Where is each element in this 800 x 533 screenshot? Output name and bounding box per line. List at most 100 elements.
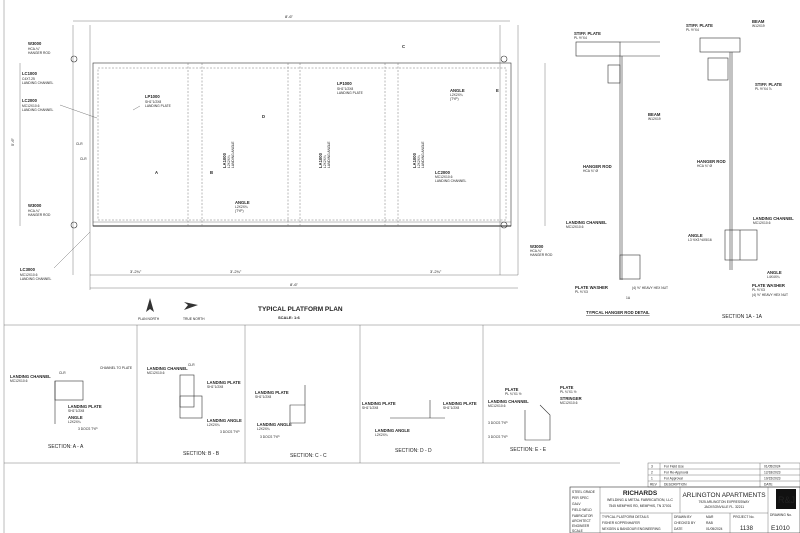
true-north-icon [184, 302, 198, 310]
drawing-label: STRINGER [560, 396, 582, 401]
drawing-label: LANDING CHANNEL [22, 108, 53, 112]
project-number: 1138 [740, 526, 754, 532]
plan-title: TYPICAL PLATFORM PLAN [258, 306, 343, 313]
drawing-label: HCA ¾" Ø [697, 164, 713, 168]
drawing-label: SECTION: B - B [183, 451, 220, 457]
drawing-label: (TYP) [450, 97, 459, 101]
hanger-detail-title: TYPICAL HANGER ROD DETAIL [586, 310, 650, 315]
drawing-label: 2 [651, 471, 653, 475]
drawing-label: (TYP) [235, 209, 244, 213]
drawing-label: L2X2X¼ [227, 155, 231, 168]
drawing-label: FIELD WELD [572, 508, 592, 512]
typical-platform-plan: 8'-6" 5'-6" 3'-2¾" 3'-2¾" 3'-2¾" 8'-6" W… [10, 14, 553, 321]
drawing-label: LANDING ANGLE [421, 141, 425, 168]
drawing-label: DRAWING No. [770, 513, 792, 517]
company-logo: R&J [776, 489, 796, 509]
project-address: 7925 ARLINGTON EXPRESSWAY [699, 500, 751, 504]
drawing-label: L2X2X¼ [257, 427, 270, 431]
drawing-label: B [210, 170, 213, 175]
drawing-label: HANGER ROD [28, 51, 51, 55]
drawing-label: 3 DOCS TYP [260, 435, 280, 439]
drawing-label: LA1000 [318, 152, 323, 168]
drawing-label: CHECKED BY [674, 521, 696, 525]
drawing-label: CLR [76, 142, 83, 146]
drawing-label: 3 DOCS TYP [488, 421, 508, 425]
drawing-label: SH1"1/2X8 [207, 385, 223, 389]
drawing-label: LANDING ANGLE [327, 141, 331, 168]
drawing-label: CHANNEL TO PLATE [100, 366, 133, 370]
drawing-label: MC12X10.6 [20, 273, 38, 277]
drawing-label: SCALE [572, 529, 584, 533]
drawing-label: LANDING PLATE [255, 390, 289, 395]
drawing-label: LP1000 [337, 81, 352, 86]
drawing-label: C [402, 44, 405, 49]
drawing-label: MC12X10.6 [147, 371, 165, 375]
sheet-title: TYPICAL PLATFORM DETAILS [602, 515, 649, 519]
drawing-label: MC12X10.6 [560, 401, 578, 405]
drawing-label: A [155, 170, 158, 175]
drawing-label: LANDING PLATE [145, 104, 172, 108]
drawing-label: PL ½"X4 ⅞ [755, 87, 772, 91]
project-name: ARLINGTON APARTMENTS [682, 492, 766, 499]
drawing-label: L2X2X¼ [207, 423, 220, 427]
drawing-label: W3000 [28, 203, 42, 208]
drawing-label: CLR [59, 371, 66, 375]
company-name: RICHARDS [623, 490, 658, 497]
drawing-label: ENGINEER [572, 524, 590, 528]
drawing-label: W3000 [530, 244, 544, 249]
drawing-label: L2X2X¼ [450, 93, 463, 97]
title-block: STEEL GRADE PER SPEC GALV FIELD WELD FAB… [569, 486, 800, 533]
drawing-label: HANGER ROD [697, 159, 726, 164]
drawing-label: SH1"1/2X8 [443, 406, 459, 410]
drawing-label: SECTION: D - D [395, 448, 432, 454]
drawing-label: LC1000 [22, 71, 38, 76]
architect: FISHER KOPPENHAFER [602, 521, 641, 525]
drawing-label: PL ½"X4 [686, 28, 699, 32]
drawing-label: (4) ⅝" HEAVY HEX NUT [752, 293, 788, 297]
drawing-label: 3 DOCS TYP [220, 430, 240, 434]
section-1a-title: SECTION 1A - 1A [722, 314, 763, 320]
drawing-label: MC12X10.6 [566, 225, 584, 229]
drawing-label: LANDING CHANNEL [753, 216, 794, 221]
drawing-label: STIFF. PLATE [755, 82, 782, 87]
drawing-label: REV [650, 483, 658, 487]
drawing-number: E1010 [771, 525, 790, 532]
drawing-label: STIFF. PLATE [574, 31, 601, 36]
drawing-label: 3 DOCS TYP [78, 427, 98, 431]
drawing-label: W12X19 [752, 24, 765, 28]
drawing-label: DESCRIPTION [664, 483, 687, 487]
drawing-label: CLR [80, 157, 87, 161]
drawing-label: ANGLE [68, 415, 83, 420]
drawing-label: PLATE WASHER [575, 285, 608, 290]
drawing-label: HCA-¾" [530, 249, 543, 253]
drawing-label: W3000 [28, 41, 42, 46]
engineer: NEXGEN & BANGOUR ENGINEERING [602, 527, 661, 531]
plan-scale: SCALE: 1:6 [278, 315, 301, 320]
true-north-label: TRUE NORTH [183, 317, 205, 321]
drawing-label: 12/18/2023 [764, 471, 781, 475]
drawing-label: 10/15/2023 [764, 477, 781, 481]
drawing-label: D [262, 114, 265, 119]
drawing-label: HANGER ROD [583, 164, 612, 169]
drawing-label: (4) ⅝" HEAVY HEX NUT [632, 286, 668, 290]
drawing-label: CLR [188, 363, 195, 367]
drawing-label: STEEL GRADE [572, 490, 596, 494]
drawing-label: ARCHITECT [572, 519, 591, 523]
drawing-label: MC12X10.6 [488, 404, 506, 408]
drawing-label: 1A [626, 296, 631, 300]
dim-bottom-3: 3'-2¾" [430, 269, 442, 274]
drawing-label: LANDING CHANNEL [20, 277, 51, 281]
drawing-label: 3 DOCS TYP [488, 435, 508, 439]
drawing-label: HCA-¾" [28, 209, 41, 213]
drawing-label: LC2000 [435, 170, 451, 175]
drawing-label: PLATE [560, 385, 574, 390]
drawing-label: HCA ¾" Ø [583, 169, 599, 173]
drawing-label: BEAM [648, 112, 661, 117]
drawing-label: SH1"1/2X8 [145, 100, 161, 104]
